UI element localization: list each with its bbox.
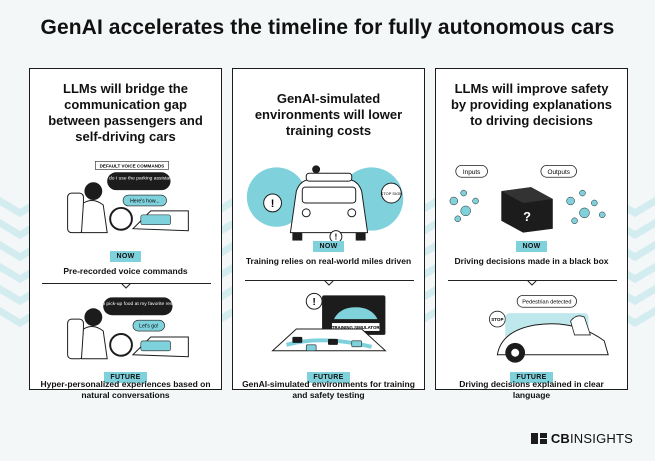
- now-badge: NOW: [110, 251, 141, 262]
- page-title: GenAI accelerates the timeline for fully…: [40, 16, 615, 39]
- black-box-illustration: Inputs Outputs ?: [449, 164, 606, 233]
- explanation-bubble-text: Pedestrian detected: [522, 300, 571, 306]
- future-caption: Hyper-personalized experiences based on …: [40, 379, 211, 400]
- explained-car-illustration: Pedestrian detected STOP: [489, 294, 609, 363]
- section-divider: [245, 280, 414, 281]
- future-stage: FUTURE: [436, 366, 627, 384]
- chevron-pattern-right: [615, 196, 655, 328]
- conversation-illustration: Let's go pick-up food at my favorite res…: [67, 297, 189, 360]
- now-badge: NOW: [516, 241, 547, 252]
- voice-tag-label: DEFAULT VOICE COMMANDS: [100, 163, 165, 168]
- now-stage: NOW Pre-recorded voice commands: [30, 245, 221, 277]
- chevron-pattern-left: [0, 196, 40, 328]
- column-heading: GenAI-simulated environments will lower …: [254, 91, 403, 138]
- brand-mark-icon: [530, 433, 547, 444]
- future-caption-wrap: GenAI-simulated environments for trainin…: [233, 379, 424, 401]
- future-caption: GenAI-simulated environments for trainin…: [242, 379, 415, 400]
- future-badge: FUTURE: [104, 372, 147, 383]
- future-stage: FUTURE: [233, 366, 424, 384]
- section-divider: [448, 280, 617, 281]
- stop-sign-label: STOP: [491, 317, 503, 322]
- future-stage: FUTURE: [30, 366, 221, 384]
- now-caption: Training relies on real-world miles driv…: [245, 256, 412, 266]
- chevron-down-icon: [526, 280, 538, 286]
- brand-bold-text: CB: [550, 431, 570, 446]
- svg-text:!: !: [271, 198, 275, 210]
- column-communication: LLMs will bridge the communication gap b…: [29, 68, 222, 400]
- chevron-down-icon: [323, 280, 335, 286]
- future-caption: Driving decisions explained in clear lan…: [459, 379, 604, 400]
- column-heading: LLMs will bridge the communication gap b…: [48, 81, 203, 144]
- future-badge: FUTURE: [510, 372, 553, 383]
- svg-text:!: !: [335, 233, 338, 242]
- column-training: GenAI-simulated environments will lower …: [232, 68, 425, 400]
- future-caption-wrap: Driving decisions explained in clear lan…: [436, 379, 627, 401]
- future-caption-wrap: Hyper-personalized experiences based on …: [30, 379, 221, 401]
- now-badge: NOW: [313, 241, 344, 252]
- now-caption: Pre-recorded voice commands: [63, 266, 188, 276]
- brand-thin-text: INSIGHTS: [570, 431, 633, 446]
- svg-text:!: !: [313, 297, 316, 308]
- real-world-car-illustration: ! STOP SIGN !: [246, 165, 404, 243]
- stop-sign-label: STOP SIGN: [381, 191, 402, 196]
- column-safety: LLMs will improve safety by providing ex…: [435, 68, 628, 400]
- inputs-label: Inputs: [463, 169, 481, 176]
- simulator-screen-label: TRAINING SIMULATOR: [332, 325, 380, 330]
- column-heading: LLMs will improve safety by providing ex…: [450, 81, 613, 128]
- simulator-illustration: ! TRAINING SIMULATOR: [271, 292, 387, 352]
- black-box-question: ?: [523, 209, 531, 224]
- chevron-down-icon: [120, 283, 132, 289]
- response-bubble-text: Let's go!: [139, 324, 158, 330]
- speech-bubble-text: How do I use the parking assistance?: [98, 176, 180, 182]
- speech-bubble-text: Let's go pick-up food at my favorite res…: [88, 301, 189, 307]
- now-stage: NOW Driving decisions made in a black bo…: [436, 235, 627, 267]
- response-bubble-text: Here's how...: [130, 198, 159, 204]
- now-stage: NOW Training relies on real-world miles …: [233, 235, 424, 267]
- voice-command-illustration: DEFAULT VOICE COMMANDS How do I use the …: [67, 161, 189, 234]
- outputs-label: Outputs: [547, 169, 570, 176]
- section-divider: [42, 283, 211, 284]
- now-caption: Driving decisions made in a black box: [454, 256, 609, 266]
- future-badge: FUTURE: [307, 372, 350, 383]
